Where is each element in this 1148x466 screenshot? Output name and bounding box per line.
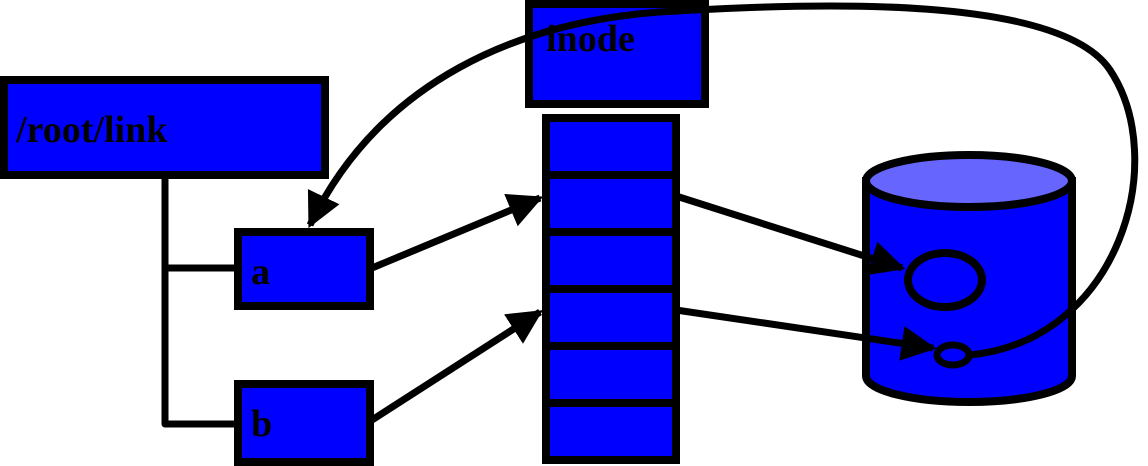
disk-top <box>862 151 1076 211</box>
arrow-a-to-inode <box>370 193 544 272</box>
arrow-b-to-inode <box>370 309 543 423</box>
inode-table-row <box>542 285 680 350</box>
disk-cylinder <box>862 151 1076 406</box>
entry-a-box: a <box>234 228 374 310</box>
disk-data-block <box>904 249 986 311</box>
symlink-curve-arrow <box>306 2 1139 359</box>
inode-table <box>542 114 680 464</box>
directory-label: /root/link <box>15 109 168 151</box>
arrow-inode-to-data-block <box>674 192 906 276</box>
tree-connector <box>161 176 238 428</box>
disk-link-block <box>933 341 973 369</box>
entry-b-label: b <box>251 403 272 445</box>
inode-table-row <box>542 228 680 293</box>
inode-table-row <box>542 399 680 464</box>
inode-table-row <box>542 114 680 179</box>
inode-table-row <box>542 342 680 407</box>
directory-box: /root/link <box>0 76 329 179</box>
inode-table-row <box>542 171 680 236</box>
arrow-inode-to-link-block <box>675 306 937 361</box>
entry-a-label: a <box>251 251 270 293</box>
entry-b-box: b <box>234 380 374 466</box>
